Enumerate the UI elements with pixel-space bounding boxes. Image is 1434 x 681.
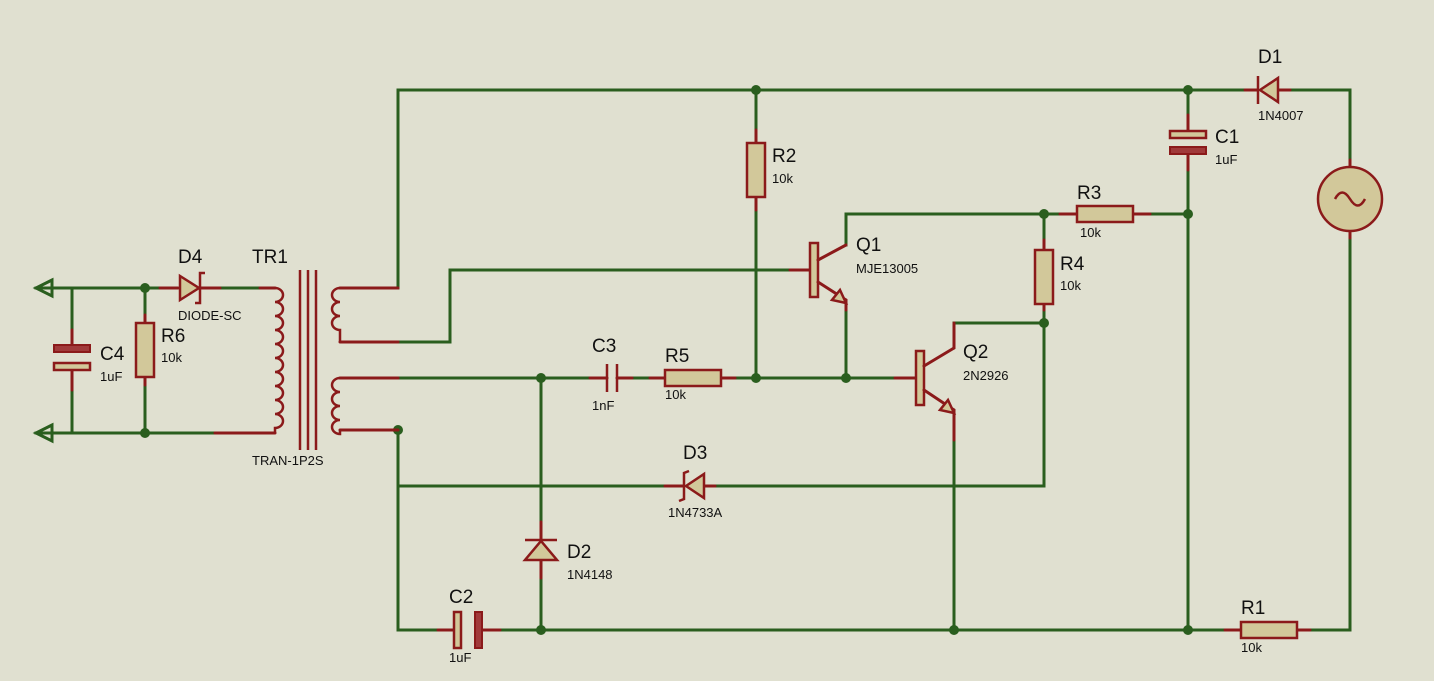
transistor-q2: Q2 2N2926 — [893, 321, 1009, 442]
schottky-diode-icon — [178, 271, 205, 305]
r3-value: 10k — [1080, 225, 1101, 240]
d1-value: 1N4007 — [1258, 108, 1304, 123]
capacitor-c4: C4 1uF — [52, 328, 125, 392]
wire-d1-source — [1288, 88, 1352, 162]
diode-icon — [522, 538, 560, 562]
resistor-r2: R2 10k — [745, 128, 796, 212]
output-terminal-icon — [32, 277, 62, 299]
npn-transistor-icon — [914, 321, 957, 442]
junction — [1039, 209, 1049, 219]
r6-value: 10k — [161, 350, 182, 365]
wire-source-r1 — [1308, 236, 1352, 632]
diode-icon — [1256, 75, 1280, 105]
r1-ref: R1 — [1241, 598, 1265, 619]
capacitor-c3: C3 1nF — [588, 336, 634, 413]
polarized-capacitor-icon — [1168, 129, 1208, 155]
junction — [841, 373, 851, 383]
wire-q1-base — [396, 268, 792, 344]
junction — [536, 625, 546, 635]
r4-value: 10k — [1060, 278, 1081, 293]
c2-ref: C2 — [449, 587, 473, 608]
junction — [1183, 209, 1193, 219]
zener-diode-icon — [678, 469, 706, 503]
c1-ref: C1 — [1215, 127, 1239, 148]
transformer-icon — [213, 270, 400, 450]
d4-value: DIODE-SC — [178, 308, 242, 323]
junction — [536, 373, 546, 383]
d3-ref: D3 — [683, 443, 707, 464]
resistor-icon — [1075, 204, 1135, 224]
diode-d1: D1 1N4007 — [1243, 47, 1304, 123]
resistor-r5: R5 10k — [648, 346, 737, 402]
q2-value: 2N2926 — [963, 368, 1009, 383]
ac-source — [1316, 158, 1384, 240]
junction — [140, 428, 150, 438]
junction — [949, 625, 959, 635]
c4-value: 1uF — [100, 369, 122, 384]
d3-value: 1N4733A — [668, 505, 723, 520]
r6-ref: R6 — [161, 326, 185, 347]
r1-value: 10k — [1241, 640, 1262, 655]
junction — [1183, 85, 1193, 95]
d2-ref: D2 — [567, 542, 591, 563]
resistor-icon — [1033, 248, 1055, 306]
capacitor-c2: C2 1uF — [436, 587, 502, 665]
resistor-icon — [745, 141, 767, 199]
junction — [751, 85, 761, 95]
resistor-icon — [1239, 620, 1299, 640]
diode-d3: D3 1N4733A — [663, 443, 723, 520]
tr1-value: TRAN-1P2S — [252, 453, 324, 468]
wire-d3-right — [713, 321, 1046, 488]
c1-value: 1uF — [1215, 152, 1237, 167]
resistor-r3: R3 10k — [1058, 183, 1152, 240]
wires — [58, 88, 1352, 632]
junction — [1183, 625, 1193, 635]
wire-r4-q2 — [952, 308, 1046, 347]
output-terminal-bottom — [32, 422, 62, 444]
capacitor-icon — [605, 364, 619, 392]
d1-ref: D1 — [1258, 47, 1282, 68]
c3-ref: C3 — [592, 336, 616, 357]
r5-ref: R5 — [665, 346, 689, 367]
output-terminal-icon — [32, 422, 62, 444]
d4-ref: D4 — [178, 247, 203, 268]
junction — [140, 283, 150, 293]
junctions — [140, 85, 1193, 635]
tr1-ref: TR1 — [252, 247, 288, 268]
diode-d4: D4 DIODE-SC — [158, 247, 242, 323]
transformer-tr1: TR1 TRAN-1P2S — [213, 247, 400, 468]
q1-value: MJE13005 — [856, 261, 918, 276]
d2-value: 1N4148 — [567, 567, 613, 582]
wire-q1-collector — [844, 212, 1062, 247]
q2-ref: Q2 — [963, 342, 988, 363]
junction — [751, 373, 761, 383]
q1-ref: Q1 — [856, 235, 881, 256]
r2-ref: R2 — [772, 146, 796, 167]
transistor-q1: Q1 MJE13005 — [788, 235, 918, 312]
c4-ref: C4 — [100, 344, 125, 365]
r4-ref: R4 — [1060, 254, 1085, 275]
polarized-capacitor-icon — [452, 610, 483, 650]
diode-d2: D2 1N4148 — [522, 520, 613, 582]
polarized-capacitor-icon — [52, 344, 92, 372]
capacitor-c1: C1 1uF — [1168, 113, 1239, 172]
c3-value: 1nF — [592, 398, 614, 413]
resistor-r4: R4 10k — [1033, 238, 1085, 312]
resistor-icon — [663, 368, 723, 388]
r2-value: 10k — [772, 171, 793, 186]
npn-transistor-icon — [808, 241, 849, 312]
r5-value: 10k — [665, 387, 686, 402]
resistor-r1: R1 10k — [1223, 598, 1312, 655]
resistor-r6: R6 10k — [134, 313, 185, 387]
c2-value: 1uF — [449, 650, 471, 665]
wire-bottom-rail — [396, 428, 440, 632]
output-terminal-top — [32, 277, 62, 299]
ac-source-icon — [1316, 165, 1384, 233]
r3-ref: R3 — [1077, 183, 1101, 204]
resistor-icon — [134, 321, 156, 379]
junction — [1039, 318, 1049, 328]
wire-top-rail — [396, 88, 1247, 290]
